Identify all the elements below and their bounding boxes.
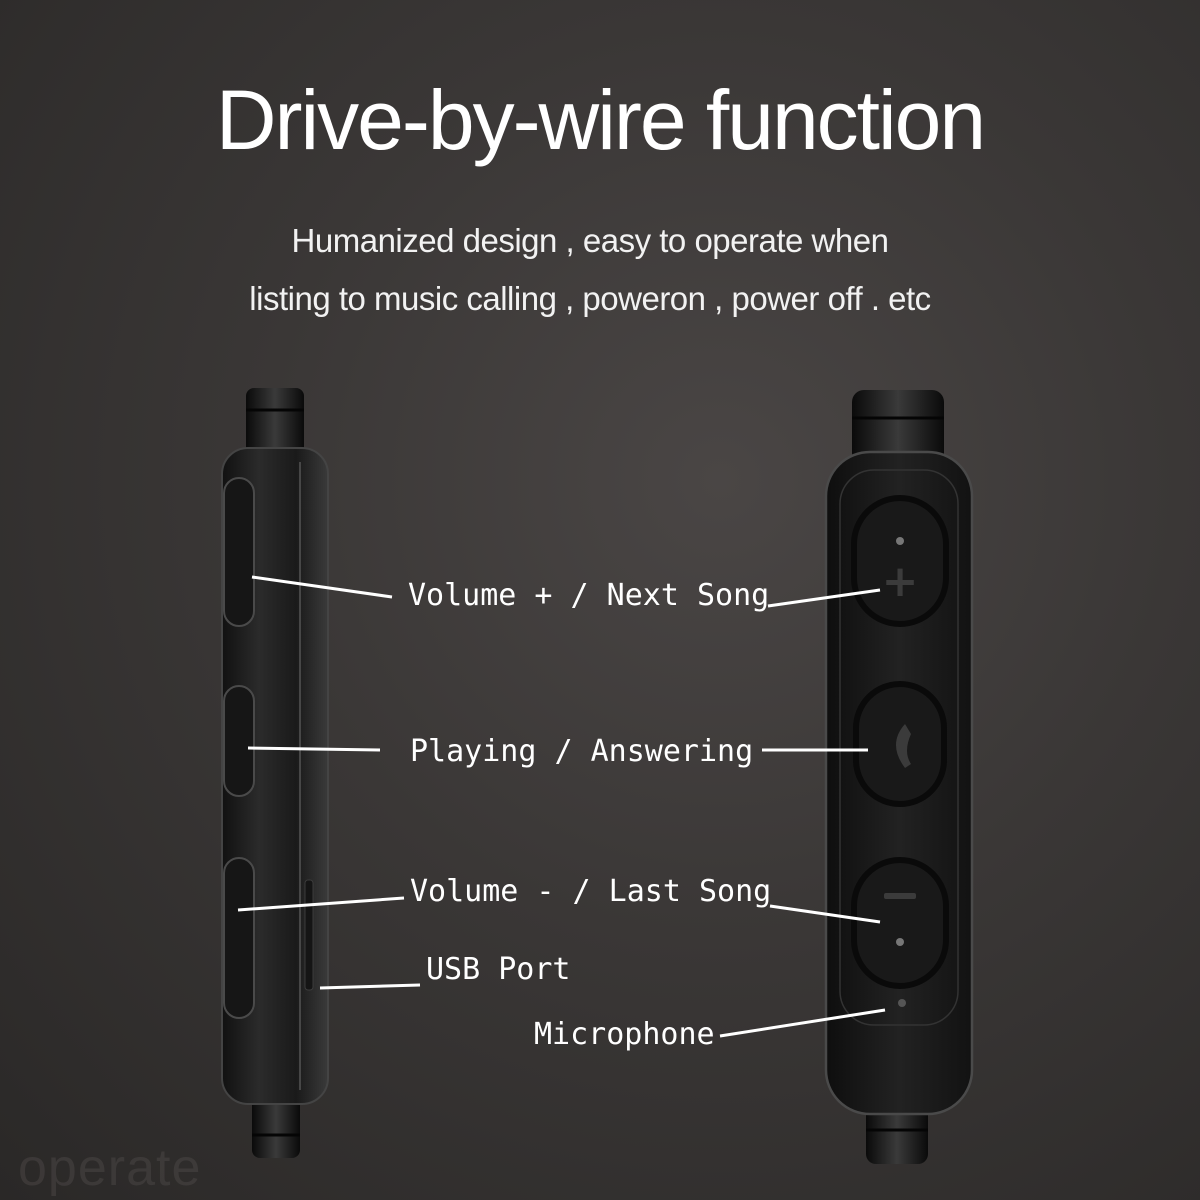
volume-down-dot [896, 938, 904, 946]
subtitle-line-2: listing to music calling , poweron , pow… [249, 280, 931, 317]
remote-front-view: + [824, 390, 974, 1164]
line-play-left [247, 746, 381, 752]
leader-lines [237, 575, 886, 1038]
line-volume-up-right [767, 588, 881, 608]
volume-down-button [851, 857, 949, 989]
label-usb-port: USB Port [426, 952, 571, 987]
line-usb [319, 983, 421, 990]
line-mic [719, 1008, 886, 1038]
microphone-hole [898, 999, 906, 1007]
usb-port [304, 879, 314, 991]
side-volume-down-button [223, 857, 255, 1019]
front-top-cap [852, 390, 944, 465]
minus-icon [884, 893, 916, 899]
watermark: operate [18, 1139, 202, 1197]
label-play-answer: Playing / Answering [410, 734, 754, 769]
side-top-cap [246, 388, 304, 458]
volume-up-button [851, 495, 949, 627]
line-volume-down-right [769, 904, 881, 924]
label-volume-down: Volume - / Last Song [410, 874, 772, 909]
side-play-button [223, 685, 255, 797]
label-microphone: Microphone [534, 1017, 715, 1052]
side-bottom-cap [252, 1092, 300, 1158]
front-bottom-cap [866, 1102, 928, 1164]
remote-side-view [221, 388, 329, 1158]
volume-up-dot [896, 537, 904, 545]
page-title: Drive-by-wire function [215, 73, 986, 167]
plus-icon: + [882, 556, 919, 607]
subtitle-line-1: Humanized design , easy to operate when [291, 222, 889, 259]
phone-icon [896, 724, 911, 768]
line-volume-up-left [251, 575, 393, 599]
label-volume-up: Volume + / Next Song [408, 578, 770, 613]
line-volume-down-left [237, 896, 405, 912]
side-volume-up-button [223, 477, 255, 627]
